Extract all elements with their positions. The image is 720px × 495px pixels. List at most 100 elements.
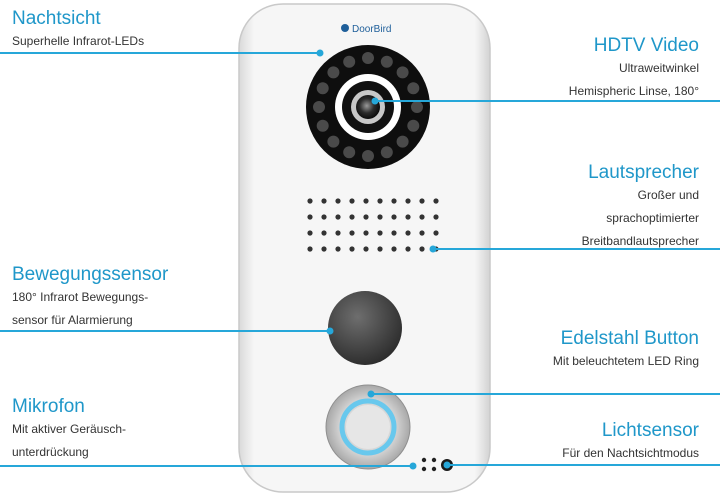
speaker-hole (391, 246, 397, 252)
feature-desc: Ultraweitwinkel Hemispheric Linse, 180° (568, 61, 699, 98)
speaker-hole (433, 214, 439, 220)
brand-name: DoorBird (352, 24, 391, 35)
speaker-hole (419, 230, 425, 236)
feature-edelstahl-button: Edelstahl Button Mit beleuchtetem LED Ri… (553, 328, 699, 373)
feature-title: Edelstahl Button (560, 328, 699, 349)
speaker-hole (405, 198, 411, 204)
speaker-hole (321, 198, 327, 204)
ir-led (343, 55, 356, 68)
speaker-hole (349, 230, 355, 236)
feature-desc: Superhelle Infrarot-LEDs (12, 34, 145, 48)
feature-hdtv: HDTV Video Ultraweitwinkel Hemispheric L… (569, 35, 699, 103)
speaker-hole (307, 214, 313, 220)
speaker-hole (433, 230, 439, 236)
speaker-hole (349, 214, 355, 220)
ir-led (327, 66, 340, 79)
feature-lautsprecher: Lautsprecher Großer und sprachoptimierte… (582, 162, 699, 253)
feature-desc: Mit beleuchtetem LED Ring (552, 354, 699, 368)
speaker-hole (419, 198, 425, 204)
ir-led (380, 55, 393, 68)
speaker-grille (307, 198, 439, 252)
feature-mikrofon: Mikrofon Mit aktiver Geräusch- unterdrüc… (12, 396, 126, 464)
doorbird-logo: DoorBird (341, 24, 391, 35)
ir-led (362, 150, 374, 162)
ir-led (407, 82, 420, 95)
speaker-hole (377, 214, 383, 220)
ir-led-group (313, 52, 423, 162)
feature-title: HDTV Video (593, 35, 699, 56)
speaker-hole (321, 214, 327, 220)
mic-hole (421, 457, 427, 463)
feature-title: Mikrofon (12, 396, 85, 417)
speaker-hole (391, 198, 397, 204)
ir-led (411, 101, 423, 113)
mic-hole (421, 466, 427, 472)
speaker-hole (349, 198, 355, 204)
feature-desc: Großer und sprachoptimierter Breitbandla… (581, 188, 699, 248)
ir-led (380, 146, 393, 159)
speaker-hole (321, 230, 327, 236)
speaker-hole (419, 246, 425, 252)
speaker-hole (391, 230, 397, 236)
speaker-hole (405, 246, 411, 252)
speaker-hole (377, 230, 383, 236)
speaker-hole (377, 246, 383, 252)
camera-module (306, 45, 430, 169)
feature-title: Bewegungssensor (12, 264, 169, 285)
bird-icon (341, 24, 349, 32)
speaker-hole (363, 230, 369, 236)
callout-dot-nachtsicht (316, 49, 324, 57)
button-led-ring (339, 398, 397, 456)
button-face (346, 405, 390, 449)
ir-led (396, 135, 409, 148)
callout-dot-licht (443, 461, 451, 469)
ir-led (343, 146, 356, 159)
speaker-hole (307, 230, 313, 236)
callout-dot-bewegung (326, 327, 334, 335)
speaker-hole (419, 214, 425, 220)
callout-dot-button (367, 390, 375, 398)
stainless-button (325, 384, 411, 470)
ir-led (396, 66, 409, 79)
ir-led (316, 119, 329, 132)
mic-hole (431, 466, 437, 472)
speaker-hole (335, 246, 341, 252)
speaker-hole (405, 230, 411, 236)
feature-desc: Für den Nachtsichtmodus (562, 446, 699, 460)
speaker-hole (363, 214, 369, 220)
feature-lichtsensor: Lichtsensor Für den Nachtsichtmodus (562, 420, 699, 465)
feature-title: Lichtsensor (601, 420, 699, 441)
ir-led (407, 119, 420, 132)
speaker-hole (433, 198, 439, 204)
ir-led (362, 52, 374, 64)
speaker-hole (363, 246, 369, 252)
feature-title: Nachtsicht (12, 8, 101, 29)
feature-desc: Mit aktiver Geräusch- unterdrückung (12, 422, 127, 459)
speaker-hole (335, 214, 341, 220)
ir-led (313, 101, 325, 113)
speaker-hole (405, 214, 411, 220)
ir-led (327, 135, 340, 148)
callout-dot-mikrofon (409, 462, 417, 470)
speaker-hole (377, 198, 383, 204)
callout-lines (0, 49, 720, 470)
feature-bewegungssensor: Bewegungssensor 180° Infrarot Bewegungs-… (12, 264, 168, 332)
feature-nachtsicht: Nachtsicht Superhelle Infrarot-LEDs (12, 8, 144, 53)
feature-title: Lautsprecher (588, 162, 699, 183)
callout-dot-lautsprecher (429, 245, 437, 253)
speaker-hole (349, 246, 355, 252)
speaker-hole (335, 198, 341, 204)
speaker-hole (321, 246, 327, 252)
speaker-hole (363, 198, 369, 204)
ir-led (316, 82, 329, 95)
feature-desc: 180° Infrarot Bewegungs- sensor für Alar… (12, 290, 149, 327)
callout-dot-hdtv (371, 97, 379, 105)
speaker-hole (307, 198, 313, 204)
speaker-hole (307, 246, 313, 252)
microphone-holes (421, 457, 437, 472)
mic-hole (431, 457, 437, 463)
speaker-hole (335, 230, 341, 236)
motion-sensor-dome (328, 291, 402, 365)
speaker-hole (391, 214, 397, 220)
